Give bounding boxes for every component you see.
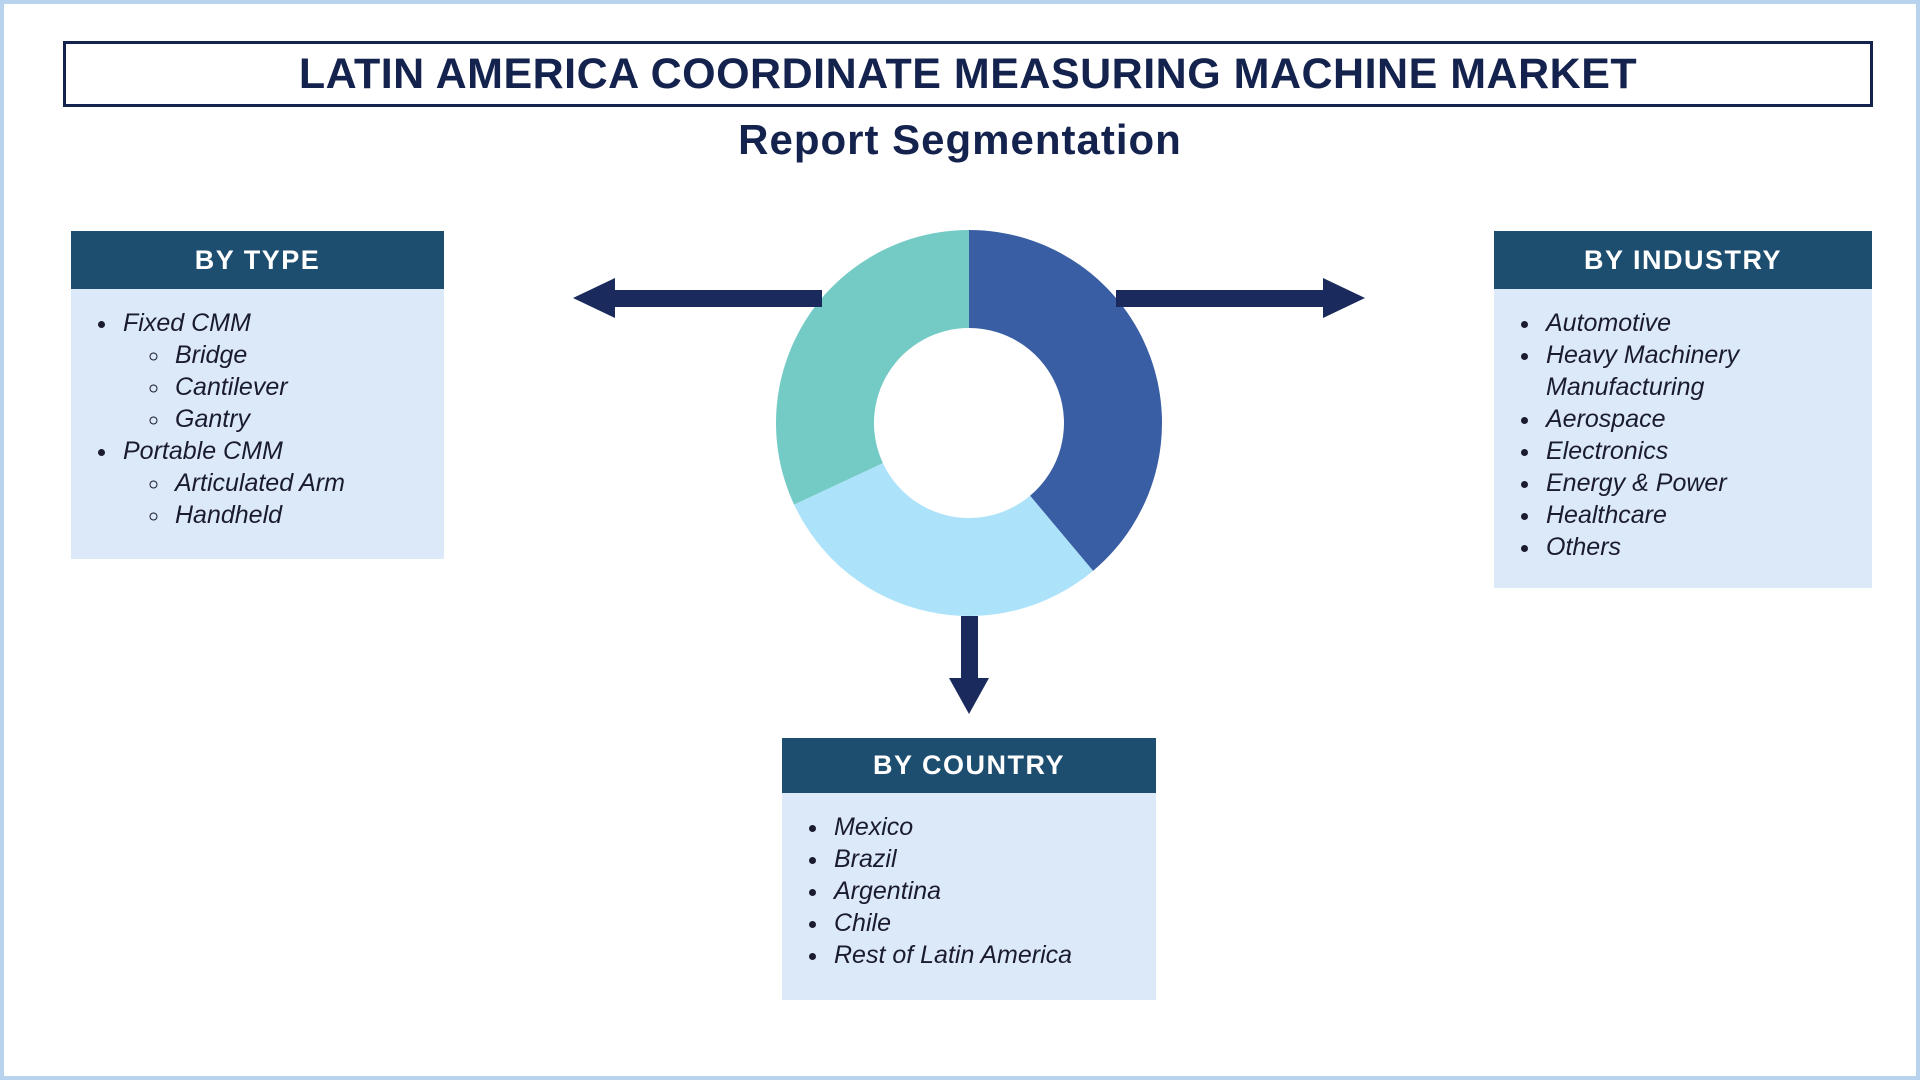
list-item: Aerospace xyxy=(1542,403,1858,435)
list-item: Portable CMMArticulated ArmHandheld xyxy=(119,435,430,531)
sub-list-item: Gantry xyxy=(171,403,430,435)
donut-chart xyxy=(775,230,1163,617)
list-item: Chile xyxy=(830,907,1142,939)
list-item: Automotive xyxy=(1542,307,1858,339)
sub-list-item: Bridge xyxy=(171,339,430,371)
right-arrow-head-icon xyxy=(1323,278,1365,318)
panel-by-industry-header: BY INDUSTRY xyxy=(1494,231,1872,289)
page-subtitle: Report Segmentation xyxy=(738,116,1182,163)
list-item: Electronics xyxy=(1542,435,1858,467)
sub-list-item: Handheld xyxy=(171,499,430,531)
sub-list: Articulated ArmHandheld xyxy=(123,467,430,531)
panel-by-type-header: BY TYPE xyxy=(71,231,444,289)
panel-by-industry-body: AutomotiveHeavy Machinery ManufacturingA… xyxy=(1494,289,1872,588)
list-item: Argentina xyxy=(830,875,1142,907)
title-box: LATIN AMERICA COORDINATE MEASURING MACHI… xyxy=(63,41,1873,107)
page-title: LATIN AMERICA COORDINATE MEASURING MACHI… xyxy=(298,49,1638,98)
panel-by-industry: BY INDUSTRY AutomotiveHeavy Machinery Ma… xyxy=(1494,231,1872,588)
left-arrow-shaft xyxy=(615,289,822,307)
left-arrow xyxy=(573,278,822,318)
donut-segment-dark-blue xyxy=(969,230,1163,571)
by-industry-list: AutomotiveHeavy Machinery ManufacturingA… xyxy=(1512,307,1858,563)
by-country-list: MexicoBrazilArgentinaChileRest of Latin … xyxy=(800,811,1142,971)
list-item: Mexico xyxy=(830,811,1142,843)
left-arrow-head-icon xyxy=(573,278,615,318)
list-item: Heavy Machinery Manufacturing xyxy=(1542,339,1858,403)
right-arrow xyxy=(1116,278,1365,318)
right-arrow-shaft xyxy=(1116,289,1323,307)
panel-by-country: BY COUNTRY MexicoBrazilArgentinaChileRes… xyxy=(782,738,1156,1000)
by-type-list: Fixed CMMBridgeCantileverGantryPortable … xyxy=(89,307,430,531)
down-arrow-head-icon xyxy=(949,678,989,714)
panel-by-type: BY TYPE Fixed CMMBridgeCantileverGantryP… xyxy=(71,231,444,559)
list-item: Brazil xyxy=(830,843,1142,875)
sub-list: BridgeCantileverGantry xyxy=(123,339,430,435)
down-arrow xyxy=(949,616,989,714)
list-item: Healthcare xyxy=(1542,499,1858,531)
sub-list-item: Articulated Arm xyxy=(171,467,430,499)
sub-list-item: Cantilever xyxy=(171,371,430,403)
list-item: Fixed CMMBridgeCantileverGantry xyxy=(119,307,430,435)
donut-segment-teal xyxy=(775,230,969,505)
panel-by-country-body: MexicoBrazilArgentinaChileRest of Latin … xyxy=(782,793,1156,1000)
list-item: Rest of Latin America xyxy=(830,939,1142,971)
list-item: Others xyxy=(1542,531,1858,563)
panel-by-type-body: Fixed CMMBridgeCantileverGantryPortable … xyxy=(71,289,444,559)
down-arrow-shaft xyxy=(960,616,978,678)
donut-segment-light-blue xyxy=(794,463,1094,617)
panel-by-country-header: BY COUNTRY xyxy=(782,738,1156,793)
list-item: Energy & Power xyxy=(1542,467,1858,499)
